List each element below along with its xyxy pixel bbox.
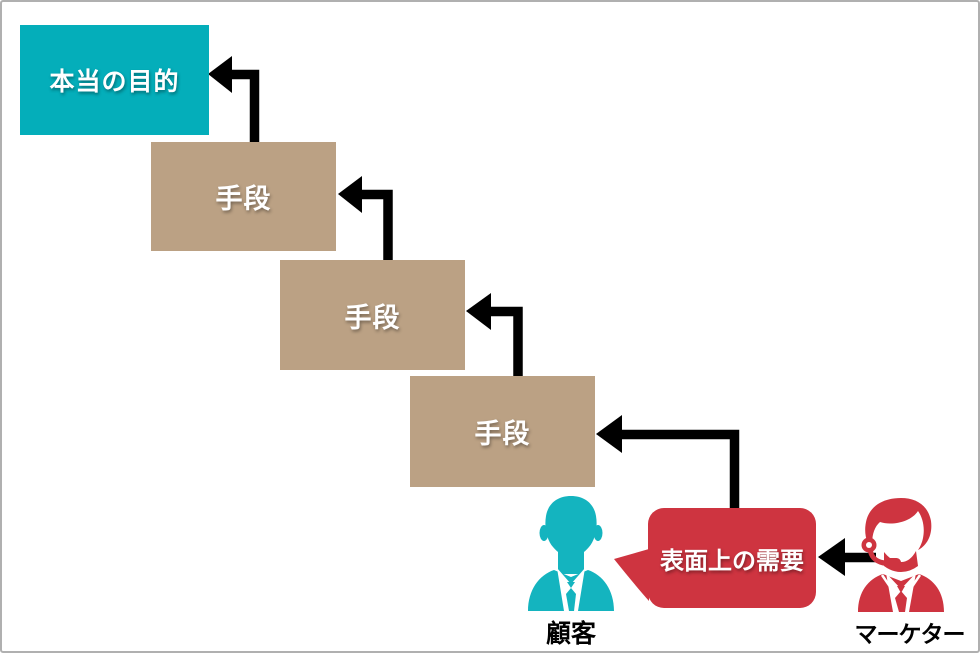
arrow-means2-to-means1: [338, 176, 393, 260]
marketer-icon: [858, 498, 944, 612]
means-box-2: 手段: [280, 260, 465, 370]
arrow-means1-to-goal: [208, 56, 260, 143]
arrow-means3-to-means2: [466, 293, 523, 376]
means-box-3: 手段: [410, 376, 595, 487]
means-box-3-label: 手段: [474, 419, 531, 449]
speech-bubble-tail: [614, 549, 649, 601]
means-box-2-label: 手段: [344, 302, 401, 333]
customer-label: 顧客: [545, 620, 596, 648]
arrow-bubble-to-means3: [596, 415, 740, 510]
goal-box: 本当の目的: [20, 25, 209, 135]
means-box-1-label: 手段: [215, 184, 272, 214]
customer-icon: [528, 496, 614, 611]
demand-bubble: 表面上の需要: [648, 508, 816, 608]
demand-bubble-label: 表面上の需要: [660, 547, 804, 575]
marketer-label: マーケター: [854, 621, 966, 647]
goal-box-label: 本当の目的: [49, 68, 180, 96]
means-box-1: 手段: [151, 142, 336, 251]
